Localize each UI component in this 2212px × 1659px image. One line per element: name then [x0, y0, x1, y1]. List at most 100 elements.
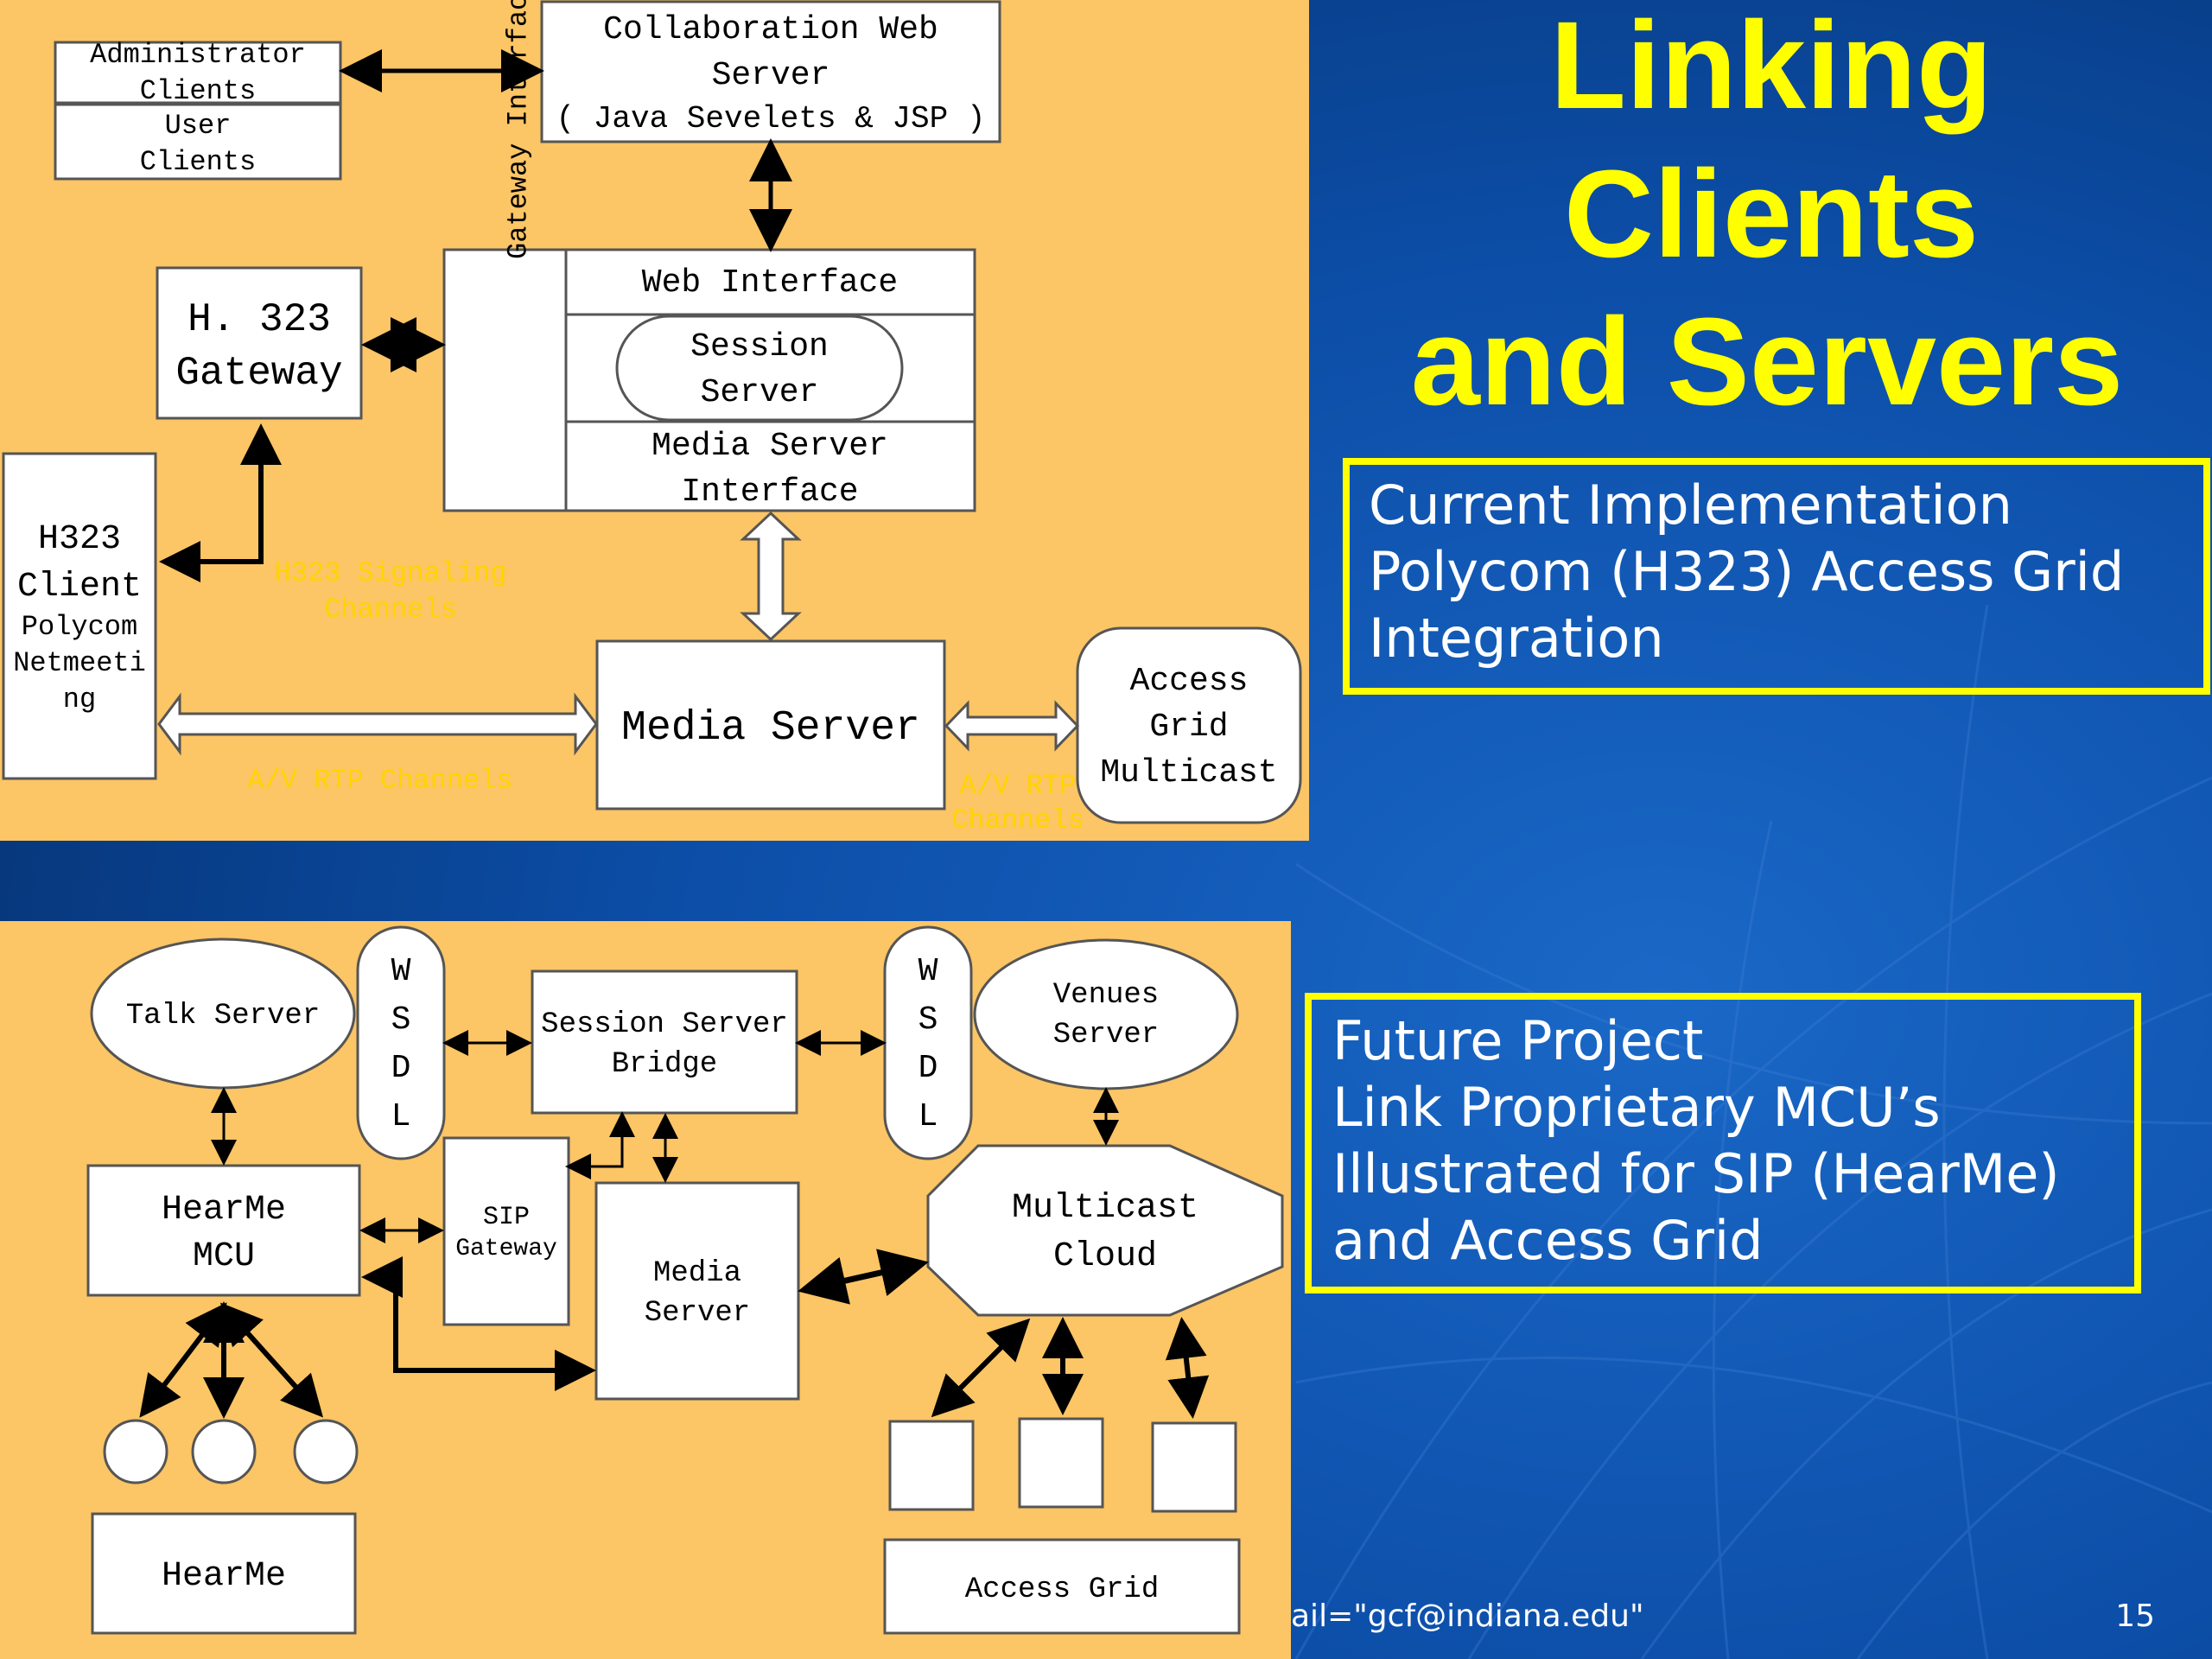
multicast-cloud-line-1: Multicast — [1012, 1189, 1198, 1228]
collaboration-web-server-box: Collaboration Web Server ( Java Sevelets… — [540, 0, 1001, 143]
session-server-bridge-line-2: Bridge — [612, 1048, 717, 1081]
bottom-media-server-line-2: Server — [645, 1297, 750, 1330]
media-server-box: Media Server — [595, 639, 946, 810]
session-server-line-2: Server — [701, 374, 819, 411]
polycom-line-1: Polycom — [22, 611, 137, 643]
wsdl-left-s: S — [391, 1001, 411, 1039]
wsdl-right-d: D — [918, 1050, 938, 1087]
title-line-3: and Servers — [1411, 292, 2123, 431]
server-interface-stack: Gateway Interface Web Interface Session … — [442, 0, 976, 512]
hearme-client-circle-3 — [293, 1419, 359, 1484]
bottom-media-server-box — [594, 1181, 800, 1401]
hearme-label: HearMe — [162, 1557, 286, 1596]
current-line-3: Integration — [1369, 607, 1664, 670]
mcu-circle-3-arrow — [219, 1302, 324, 1418]
interface-media-hollow-arrow — [740, 511, 802, 642]
access-grid-label: Access Grid — [965, 1573, 1159, 1606]
current-line-1: Current Implementation — [1369, 474, 2012, 537]
hearme-client-circle-1 — [103, 1419, 168, 1484]
user-clients-line-2: Clients — [140, 146, 256, 178]
page-number: 15 — [2115, 1599, 2155, 1634]
hearme-mcu-line-2: MCU — [193, 1237, 255, 1276]
h323-client-box: H323 Client Polycom Netmeeti ng — [2, 452, 157, 780]
sip-gateway-line-2: Gateway — [455, 1236, 557, 1262]
current-line-2: Polycom (H323) Access Grid — [1369, 540, 2124, 603]
access-grid-node-3 — [1151, 1421, 1237, 1513]
polycom-line-2: Netmeeti — [13, 647, 146, 679]
top-connectors — [157, 49, 1080, 756]
user-clients-box: User Clients — [54, 103, 342, 181]
wsdl-right-w: W — [918, 953, 938, 990]
mcu-media-arrow — [361, 1256, 596, 1391]
hearme-box — [91, 1512, 357, 1635]
av-rtp-right-label-1: A/V RTP — [960, 770, 1076, 802]
access-grid-multicast-line-3: Multicast — [1100, 754, 1277, 791]
slide-title: Linking Clients and Servers — [1411, 0, 2123, 431]
wsdl-right-s: S — [918, 1001, 938, 1039]
h323-gateway-line-1: H. 323 — [188, 297, 331, 342]
hearme-mcu-line-1: HearMe — [162, 1191, 286, 1230]
future-line-4: and Access Grid — [1332, 1209, 1763, 1272]
user-clients-line-1: User — [165, 110, 232, 142]
h323-client-line-2: Client — [17, 568, 142, 607]
title-line-2: Clients — [1564, 144, 1979, 283]
wsdl-left-w: W — [391, 953, 411, 990]
cloud-node-1-arrow — [931, 1318, 1031, 1418]
admin-clients-line-1: Administrator — [90, 39, 306, 71]
session-server-bridge-box — [531, 969, 798, 1115]
polycom-line-3: ng — [63, 683, 96, 715]
wsdl-left-d: D — [391, 1050, 411, 1087]
venues-server-ellipse — [973, 938, 1239, 1090]
footer-email: ail="gcf@indiana.edu" — [1291, 1599, 1644, 1634]
venues-server-line-2: Server — [1053, 1019, 1159, 1052]
current-implementation-box: Current Implementation Polycom (H323) Ac… — [1343, 458, 2210, 695]
access-grid-box — [883, 1538, 1241, 1635]
access-grid-multicast-line-2: Grid — [1149, 709, 1228, 746]
session-server-pill — [615, 315, 904, 422]
sip-gateway-line-1: SIP — [483, 1203, 530, 1232]
cloud-node-3-arrow — [1165, 1317, 1210, 1419]
globe-grid-lines — [1294, 604, 2212, 1659]
sip-bridge-arrow — [565, 1111, 635, 1179]
collab-server-line-1: Collaboration Web — [603, 11, 938, 48]
h323-gateway-line-2: Gateway — [175, 351, 342, 396]
admin-clients-box: Administrator Clients — [54, 39, 342, 107]
future-line-3: Illustrated for SIP (HearMe) — [1332, 1142, 2060, 1205]
web-interface-label: Web Interface — [642, 264, 898, 302]
gateway-interface-vertical-label: Gateway Interface — [503, 0, 535, 259]
talk-server-label: Talk Server — [126, 1000, 320, 1033]
wsdl-right-l: L — [918, 1098, 938, 1135]
bottom-media-server-line-1: Media — [653, 1257, 741, 1290]
session-server-bridge-line-1: Session Server — [541, 1008, 788, 1041]
h323-gateway-box: H. 323 Gateway — [156, 266, 363, 420]
multicast-cloud-line-2: Cloud — [1053, 1237, 1157, 1276]
future-project-box: Future Project Link Proprietary MCU’s Il… — [1305, 993, 2141, 1294]
collab-server-line-3: ( Java Sevelets & JSP ) — [556, 101, 986, 137]
hearme-client-circle-2 — [191, 1419, 257, 1484]
media-server-interface-line-1: Media Server — [652, 428, 888, 465]
media-cloud-arrow — [798, 1249, 929, 1305]
title-line-1: Linking — [1550, 0, 1993, 135]
venues-server-line-1: Venues — [1053, 979, 1159, 1012]
media-accessgrid-hollow-arrow — [944, 700, 1080, 752]
future-line-1: Future Project — [1332, 1009, 1703, 1072]
av-rtp-left-label: A/V RTP Channels — [247, 765, 512, 797]
wsdl-left-l: L — [391, 1098, 411, 1135]
access-grid-multicast-line-1: Access — [1130, 663, 1249, 700]
admin-clients-line-2: Clients — [140, 75, 256, 107]
h323-signaling-label-2: Channels — [324, 594, 457, 626]
media-server-interface-line-2: Interface — [681, 474, 858, 511]
client-media-hollow-arrow — [157, 692, 598, 756]
av-rtp-right-label-2: Channels — [951, 804, 1084, 836]
access-grid-node-2 — [1018, 1417, 1104, 1509]
top-diagram-panel: Administrator Clients User Clients Colla… — [0, 0, 1309, 841]
bottom-connectors — [139, 1030, 1210, 1419]
h323-signaling-label-1: H323 Signaling — [275, 557, 507, 589]
access-grid-node-1 — [888, 1420, 975, 1511]
access-grid-multicast-box: Access Grid Multicast — [1076, 626, 1302, 824]
bottom-diagram-panel: Talk Server W S D L Session Server Bridg… — [0, 921, 1291, 1659]
multicast-cloud-octagon — [926, 1144, 1284, 1317]
session-server-line-1: Session — [690, 328, 829, 365]
future-line-2: Link Proprietary MCU’s — [1332, 1076, 1941, 1139]
h323-client-line-1: H323 — [38, 520, 121, 559]
